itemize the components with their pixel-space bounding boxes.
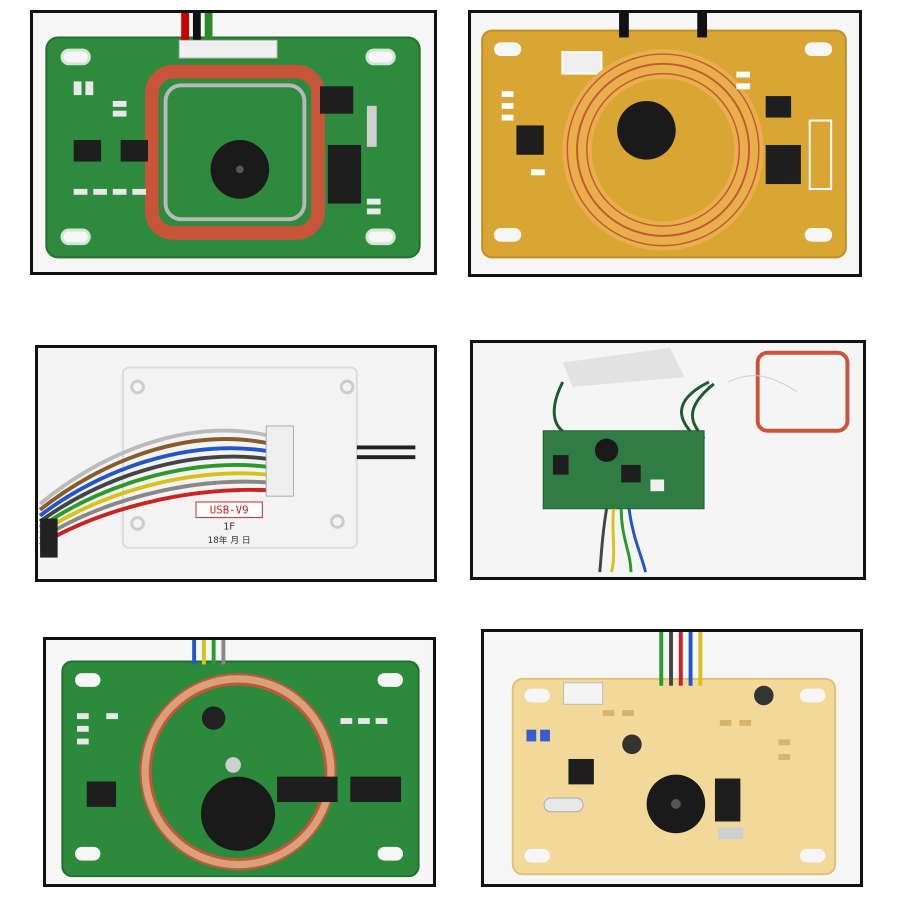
- photo-cream-board: [481, 629, 863, 887]
- photo-yellow-board-round-coil: [468, 10, 862, 277]
- white-pcb-image: USB-V9 1F 18年 月 日: [38, 348, 432, 579]
- usb-label-model: USB-V9: [210, 504, 249, 517]
- photo-green-board-round-coil: [43, 637, 436, 887]
- green-round-pcb-image: [47, 640, 432, 884]
- photo-white-usb-board: USB-V9 1F 18年 月 日: [35, 345, 437, 582]
- green-pcb-image: [34, 13, 433, 272]
- photo-green-board-square-coil: [30, 10, 437, 275]
- yellow-pcb-image: [472, 13, 858, 274]
- cream-pcb-image: [485, 632, 859, 884]
- usb-label-date: 18年 月 日: [208, 534, 251, 546]
- small-green-pcb-image: [474, 343, 862, 577]
- usb-label-sub: 1F: [223, 521, 235, 532]
- photo-small-green-board-external-coil: [470, 340, 866, 580]
